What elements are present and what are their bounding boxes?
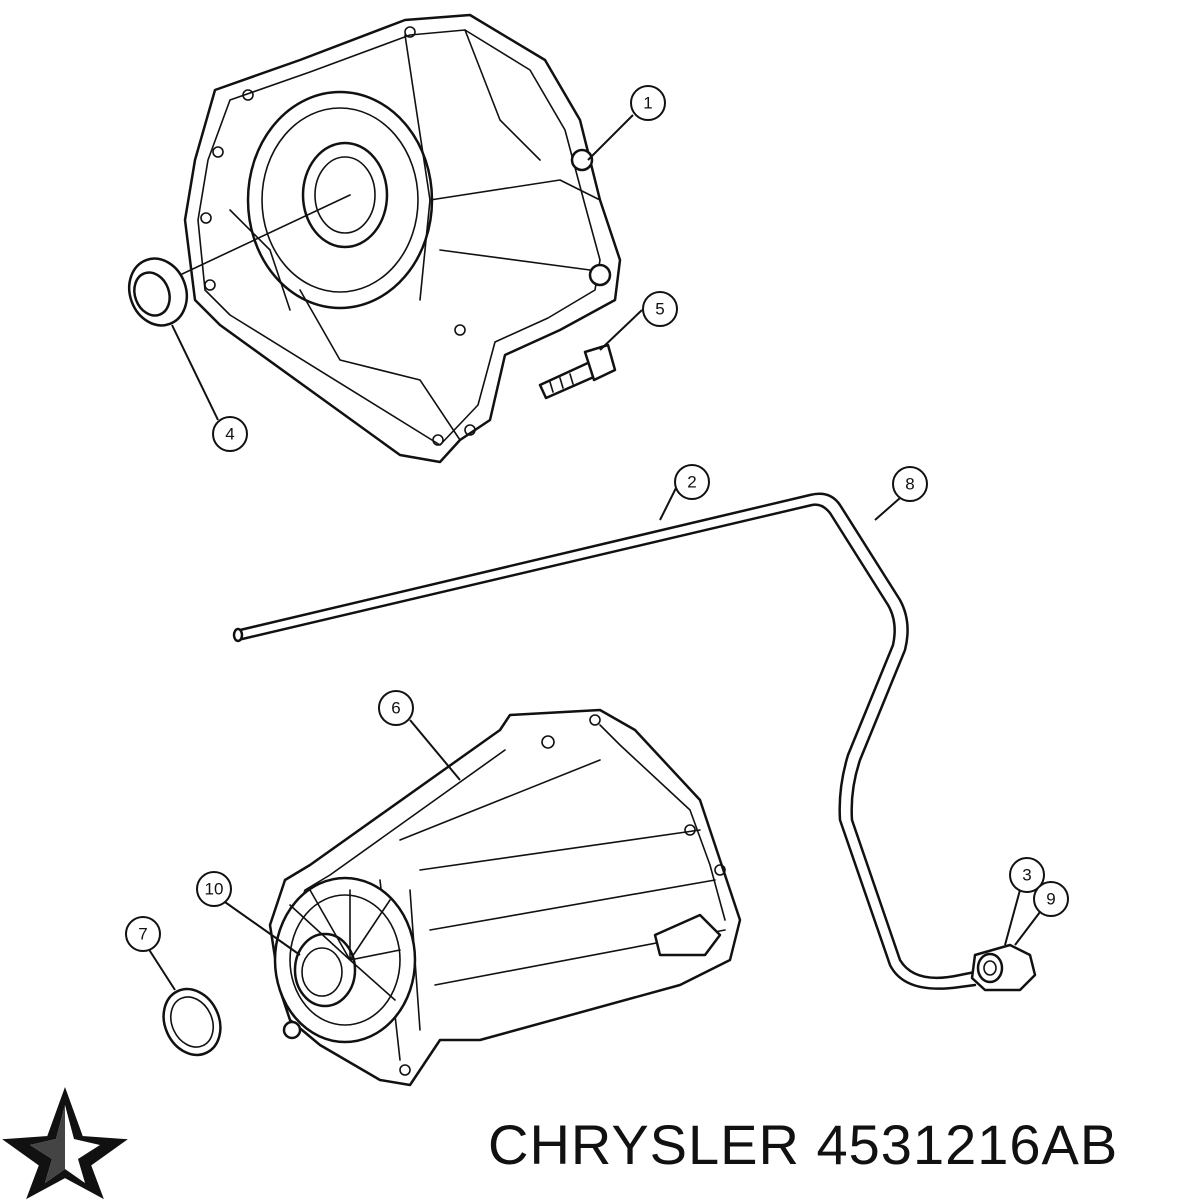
callout-7-label: 7 [138, 925, 147, 944]
callout-5: 5 [642, 291, 678, 327]
callout-1-label: 1 [643, 94, 652, 113]
callout-2-label: 2 [687, 473, 696, 492]
part-caption: CHRYSLER 4531216AB [488, 1110, 1188, 1180]
callout-6-label: 6 [391, 699, 400, 718]
callout-9-label: 9 [1046, 890, 1055, 909]
seal-4 [127, 257, 189, 327]
callout-3-label: 3 [1022, 866, 1031, 885]
bolt-5 [538, 343, 617, 400]
callout-5-label: 5 [655, 300, 664, 319]
callout-10: 10 [196, 871, 232, 907]
part-number: 4531216AB [816, 1113, 1119, 1176]
brand-name: CHRYSLER [488, 1113, 800, 1176]
callout-1: 1 [630, 85, 666, 121]
callout-4: 4 [212, 416, 248, 452]
adapter-housing [179, 13, 622, 464]
callout-8-label: 8 [905, 475, 914, 494]
callout-7: 7 [125, 916, 161, 952]
callout-3: 3 [1009, 857, 1045, 893]
leader-lines [147, 114, 1041, 991]
callout-10-label: 10 [205, 880, 224, 899]
callout-4-label: 4 [225, 425, 234, 444]
callout-2: 2 [674, 464, 710, 500]
callout-8: 8 [892, 466, 928, 502]
fitting-3-9 [970, 943, 1037, 992]
pentastar-logo-icon [2, 1087, 128, 1200]
callout-9: 9 [1033, 881, 1069, 917]
callout-6: 6 [378, 690, 414, 726]
tube-assembly [232, 492, 977, 990]
extension-housing [268, 708, 742, 1087]
seal-7 [162, 987, 222, 1057]
